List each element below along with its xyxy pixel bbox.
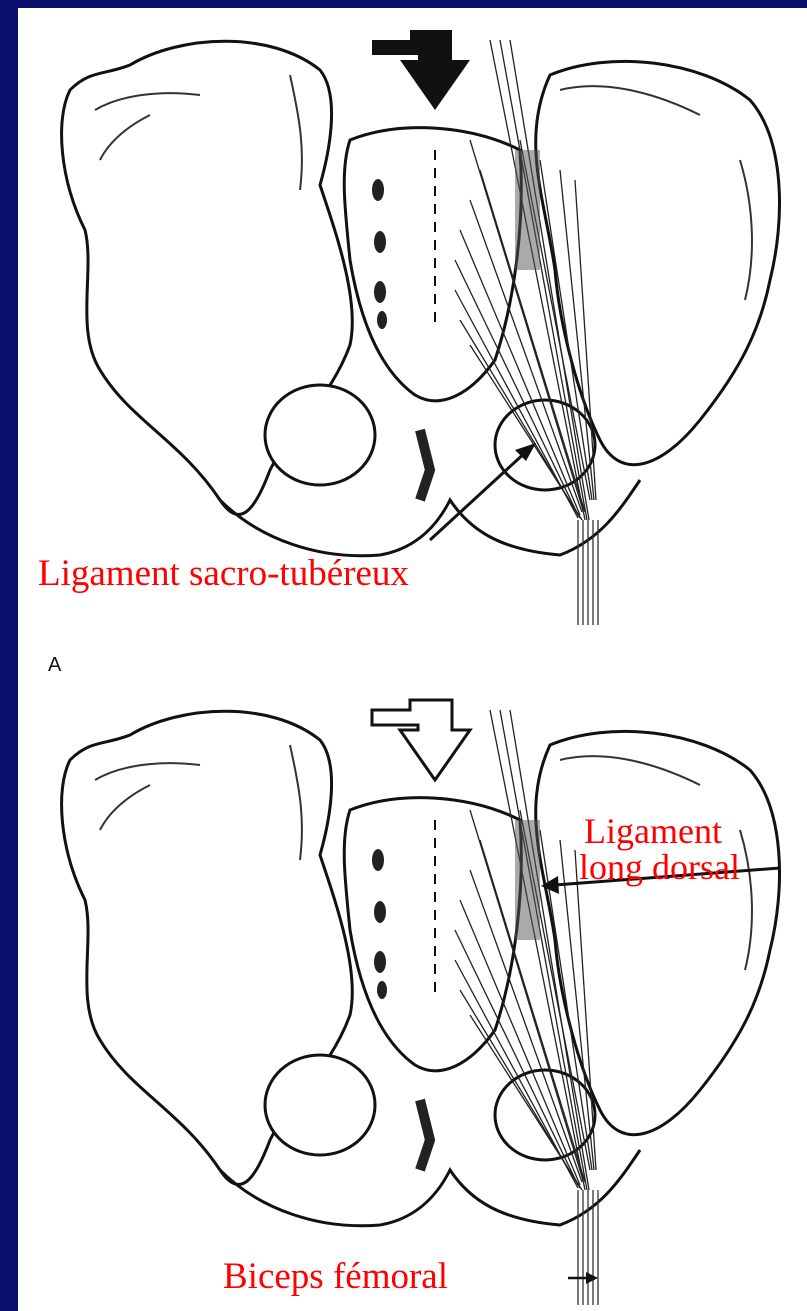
annotation-arrow-sacrotuberous: [430, 450, 528, 540]
pelvis-drawing-top: [62, 30, 780, 625]
load-arrow-outline-icon: [372, 700, 470, 780]
pelvis-drawing-bottom: [62, 700, 780, 1305]
panel-letter: A: [48, 655, 61, 675]
label-sacrotuberous-ligament: Ligament sacro-tubéreux: [38, 555, 409, 592]
label-long-dorsal-ligament-line2: long dorsal: [579, 849, 740, 885]
label-long-dorsal-ligament-line1: Ligament: [584, 813, 722, 849]
load-arrow-icon: [372, 30, 470, 110]
label-biceps-femoris: Biceps fémoral: [223, 1258, 448, 1295]
